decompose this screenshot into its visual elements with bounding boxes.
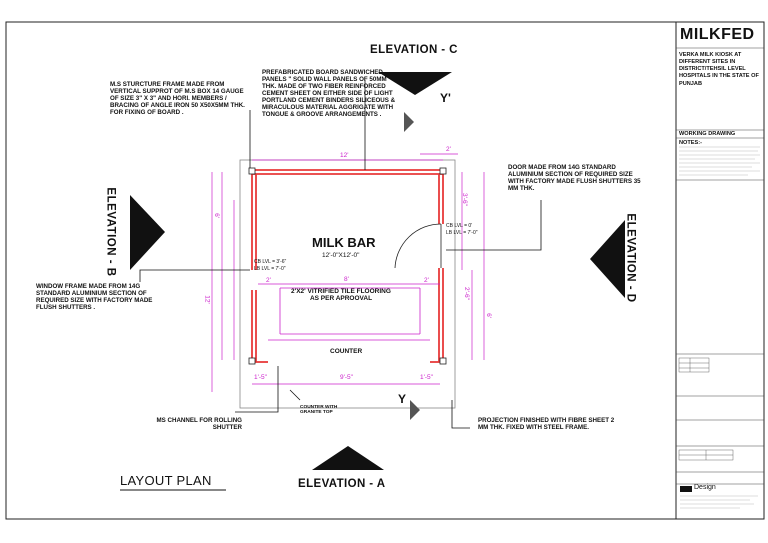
- dim-side-left: 2': [266, 277, 271, 284]
- dim-top-right: 2': [446, 146, 451, 153]
- section-mark-bottom: Y: [398, 392, 407, 406]
- structure-frame-note: M.S STURCTURE FRAME MADE FROM VERTICAL S…: [110, 81, 245, 116]
- room-size: 12'-0"X12'-0": [322, 252, 360, 259]
- corner-posts: [248, 167, 447, 365]
- design-logo-block: [680, 486, 692, 492]
- section-arrow-top: [404, 112, 414, 132]
- elevation-a-triangle: [312, 446, 384, 470]
- dim-mid-width: 8': [344, 276, 349, 283]
- title-block-small-table: [678, 357, 734, 461]
- dim-side-right: 2': [424, 277, 429, 284]
- dim-left-6: 6': [212, 213, 220, 218]
- window-level-b: LB LVL = 7'-0": [254, 266, 286, 272]
- elevation-b-triangle: [130, 195, 165, 270]
- window-level-a: CB LVL = 3'-6": [254, 259, 287, 265]
- elevation-c-label: ELEVATION - C: [370, 44, 458, 56]
- project-title: MILKFED: [680, 26, 755, 43]
- dim-bottom-left: 1'-5": [254, 374, 267, 381]
- title-block-grid: [676, 47, 764, 485]
- dim-top-width: 12': [340, 152, 349, 159]
- title-block-note-lines: [679, 146, 760, 509]
- dim-right-3a: 3'-6": [460, 193, 468, 206]
- elevation-d-label: ELEVATION - D: [624, 213, 637, 303]
- room-name: MILK BAR: [312, 235, 376, 250]
- logo-text: Design: [694, 484, 716, 491]
- counter-label: COUNTER: [330, 348, 363, 355]
- door-swing: [394, 223, 442, 269]
- dim-bottom-right: 1'-5": [420, 374, 433, 381]
- dim-right-6: 6': [484, 313, 492, 318]
- board-panels-note: PREFABRICATED BOARD SANDWICHED PANELS " …: [262, 69, 396, 118]
- counter-top-note: COUNTER WITH GRANITE TOP: [300, 405, 338, 416]
- dim-left-tall: 12': [203, 295, 211, 304]
- ms-channel-note: MS CHANNEL FOR ROLLING SHUTTER: [156, 417, 242, 431]
- elevation-b-label: ELEVATION - B: [104, 187, 117, 277]
- elevation-c-triangle: [378, 72, 452, 95]
- section-mark-top: Y': [440, 91, 451, 105]
- elevation-d-triangle: [590, 220, 625, 298]
- elevation-a-label: ELEVATION - A: [298, 478, 386, 490]
- layout-plan-title: LAYOUT PLAN: [120, 473, 212, 488]
- flooring-note: 2'X2' VITRIFIED TILE FLOORING AS PER APR…: [291, 288, 391, 303]
- dimension-lines: [211, 153, 485, 392]
- counter-outline: [268, 287, 430, 341]
- leader-lines: [139, 80, 542, 429]
- project-description: VERKA MILK KIOSK AT DIFFERENT SITES IN D…: [679, 52, 759, 87]
- drawing-type: WORKING DRAWING: [679, 131, 736, 137]
- sheet-border: [5, 21, 765, 520]
- window-note: WINDOW FRAME MADE FROM 14G STANDARD ALUM…: [36, 283, 153, 311]
- projection-note: PROJECTION FINISHED WITH FIBRE SHEET 2 M…: [478, 417, 615, 431]
- wall-outline: [251, 169, 444, 363]
- dim-right-2: 2'-6": [462, 287, 470, 300]
- dim-bottom-mid: 9'-5": [340, 374, 353, 381]
- section-arrow-bottom: [410, 400, 420, 420]
- door-level-b: LB LVL = 7'-0": [446, 230, 478, 236]
- door-note: DOOR MADE FROM 14G STANDARD ALUMINIUM SE…: [508, 164, 641, 192]
- door-level-a: CB LVL = 0': [446, 223, 473, 229]
- notes-header: NOTES:-: [679, 140, 702, 146]
